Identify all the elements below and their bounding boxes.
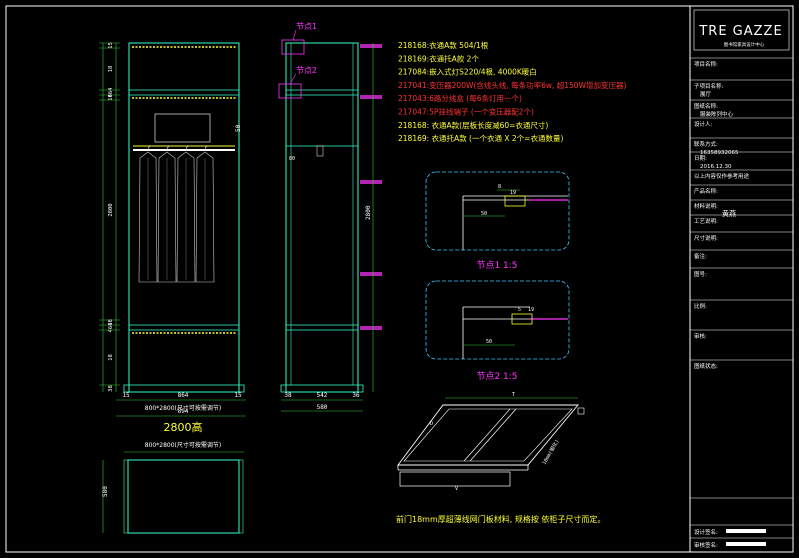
- dim-text: 542: [317, 392, 328, 399]
- dim-text: 464: [108, 87, 114, 98]
- dim-text: 18: [108, 66, 114, 73]
- detail-caption-2: 节点2 1:5: [476, 371, 517, 382]
- garment: [176, 151, 196, 283]
- dim-text: 18: [108, 319, 114, 326]
- title-row-label: 审核:: [694, 332, 707, 340]
- dim-text: 8: [498, 184, 501, 190]
- title-row-label: 尺寸说明:: [694, 234, 718, 242]
- dim-text: 18: [108, 94, 114, 101]
- top-view-caption: 800*2800(尺寸可按需调节): [145, 441, 221, 449]
- dim-text: 2800: [365, 205, 372, 220]
- note-line: 218168:衣通A款 504/1根: [398, 40, 489, 50]
- title-row-label: 日期:: [694, 155, 707, 162]
- garment: [157, 151, 177, 283]
- garment: [195, 151, 215, 283]
- door-frame-isometric: T D 18mm(钢化) V: [397, 392, 585, 492]
- dim-text: 18: [108, 354, 114, 361]
- dim-text: 894: [178, 408, 189, 415]
- node-marker-1: [281, 39, 305, 55]
- title-row-value: 2016.12.30: [700, 164, 732, 170]
- dim-text: 38: [284, 392, 292, 399]
- title-row-label: 联系方式:: [694, 140, 718, 148]
- dim-text: 580: [102, 486, 109, 497]
- note-line: 217041:变压器200W(含线头线, 每条功率6w, 超150W增加变压器): [398, 80, 626, 90]
- title-row-label: 比例:: [694, 302, 707, 310]
- hanger-hook: [185, 145, 191, 151]
- dim-text: 50: [481, 211, 487, 217]
- node-marker-2: [278, 83, 302, 99]
- signature-line: [726, 542, 766, 546]
- note-line: 218169: 衣通托A款 (一个衣通 X 2个=衣通数量): [398, 133, 563, 143]
- designer-name: 黄燕: [722, 209, 736, 218]
- title-row-label: 材料说明:: [694, 202, 718, 210]
- dim-text: 18mm(钢化): [541, 438, 561, 466]
- dim-text: T: [512, 392, 515, 398]
- dim-text: 19: [510, 190, 516, 196]
- note-line: 217047:5P挂线端子 (一个变压器配2个): [398, 107, 534, 117]
- hanger-hook: [166, 145, 172, 151]
- signature-label: 设计签名:: [694, 528, 718, 536]
- dim-text: 19: [528, 307, 534, 313]
- scale-label: 2800高: [164, 420, 203, 434]
- dim-text: 15: [122, 392, 130, 399]
- note-line: 218169:衣通托A款 2个: [398, 53, 479, 63]
- material-notes: 218168:衣通A款 504/1根 218169:衣通托A款 2个 217084:…: [398, 40, 626, 143]
- title-block: TRE GAZZE 图书馆家具设计中心 项目名称: 子项目名称:展厅图纸名称:服装…: [689, 5, 794, 553]
- top-plan-view: 800*2800(尺寸可按需调节) 580: [102, 441, 244, 534]
- rod-dim-text: 50: [235, 124, 242, 132]
- title-row-label: 图纸状态:: [694, 362, 718, 370]
- title-row-value: 展厅: [700, 91, 712, 98]
- detail-caption-1: 节点1 1:5: [476, 260, 517, 271]
- title-row-label: 产品名称:: [694, 187, 718, 195]
- brand-box: [693, 9, 790, 51]
- dim-text: 15: [108, 42, 114, 49]
- hanging-garments: [138, 145, 215, 283]
- title-row-label: 子项目名称:: [694, 82, 724, 90]
- title-row-label: 工艺说明:: [694, 217, 718, 225]
- dim-text: 2800: [108, 203, 114, 216]
- detail-node-1: 8 19 50 节点1 1:5: [425, 171, 570, 271]
- brand-subtitle: 图书馆家具设计中心: [724, 41, 765, 48]
- dim-text: 580: [317, 404, 328, 411]
- dim-text: D: [430, 421, 433, 427]
- signature-line: [726, 529, 766, 533]
- dim-text: 38: [108, 385, 114, 392]
- side-elevation: 节点1 节点2 80 2800 38 542 36 580: [278, 22, 382, 412]
- title-row-label: 图号:: [694, 270, 707, 278]
- front-view-caption: 800*2800(尺寸可按需调节): [145, 404, 221, 412]
- title-row-label: 以上内容仅作参考用途: [694, 172, 750, 180]
- dim-text: 80: [289, 156, 295, 162]
- dim-text: 50: [486, 339, 492, 345]
- detail-node-2: 5 19 50 节点2 1:5: [425, 280, 570, 382]
- note-line: 217043:6路分线盒 (每6条灯用一个): [398, 93, 522, 103]
- node-label-1: 节点1: [296, 22, 317, 31]
- note-line: 217084:嵌入式灯S220/4根, 4000K暖白: [398, 67, 537, 77]
- brand-logo: TRE GAZZE: [698, 24, 782, 39]
- title-row-label: 设计人:: [694, 120, 713, 128]
- dim-text: 464: [108, 322, 114, 333]
- title-row-label: 项目名称:: [694, 60, 718, 68]
- dim-text: 36: [352, 392, 360, 399]
- dim-text: 15: [234, 392, 242, 399]
- node-label-2: 节点2: [296, 66, 317, 75]
- signature-label: 审核签名:: [694, 541, 718, 549]
- title-row-value: 16358932065: [700, 150, 739, 156]
- title-row-label: 备注:: [694, 252, 707, 260]
- dim-text: V: [455, 486, 458, 492]
- bottom-note-1: 前门18mm厚超薄线网门板材料, 规格按 依柜子尺寸而定。: [396, 514, 605, 524]
- hanger-hook: [147, 145, 153, 151]
- garment: [138, 151, 158, 283]
- note-line: 218168: 衣通A款(层板长度减60=衣通尺寸): [398, 120, 548, 130]
- title-row-value: 服装陈列中心: [700, 110, 734, 118]
- dim-text: 864: [178, 392, 189, 399]
- title-row-label: 图纸名称:: [694, 102, 718, 110]
- dim-text: 5: [518, 307, 521, 313]
- hanger-hook: [204, 145, 210, 151]
